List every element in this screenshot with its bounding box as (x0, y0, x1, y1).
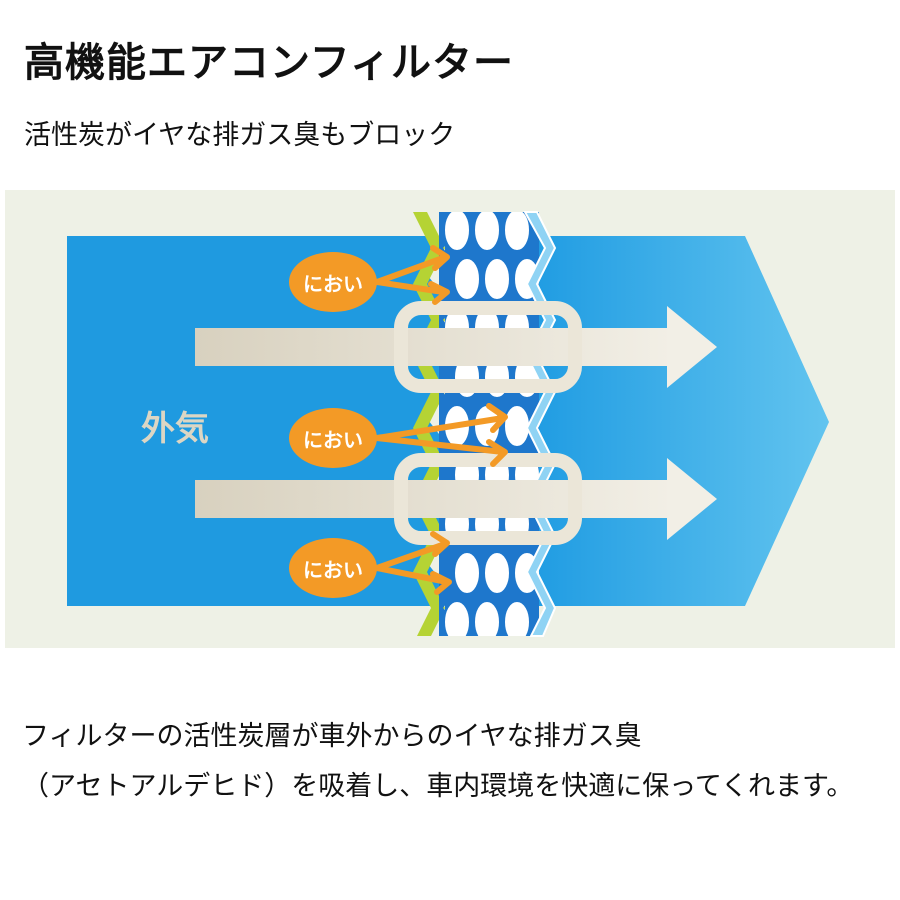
description-line-1: フィルターの活性炭層が車外からのイヤな排ガス臭 (22, 721, 642, 752)
carbon-cell (485, 553, 509, 593)
odor-bubble-2: におい (289, 408, 377, 468)
airflow-arrow-upper (195, 301, 717, 393)
odor-label: におい (303, 272, 363, 296)
airflow-arrow-lower (195, 453, 717, 545)
odor-bubble-1: におい (289, 252, 377, 312)
description: フィルターの活性炭層が車外からのイヤな排ガス臭 （アセトアルデヒド）を吸着し、車… (22, 712, 853, 812)
green-prefilter (413, 212, 445, 636)
carbon-cell (485, 259, 509, 299)
carbon-cell (505, 212, 529, 250)
odor-arrows-top (374, 245, 450, 305)
page-title: 高機能エアコンフィルター (24, 40, 514, 86)
filter-diagram: におい におい におい 外気 (5, 190, 895, 648)
carbon-cell (445, 212, 469, 250)
odor-arrows-bottom (374, 531, 452, 595)
odor-bubble-3: におい (289, 538, 377, 598)
carbon-cell (505, 602, 529, 636)
carbon-cell (455, 553, 479, 593)
page-subtitle: 活性炭がイヤな排ガス臭もブロック (24, 120, 456, 151)
carbon-cell (475, 212, 499, 250)
outside-air-block (67, 236, 453, 606)
carbon-cell (475, 602, 499, 636)
odor-label: におい (303, 428, 363, 452)
carbon-cell (505, 406, 529, 446)
description-line-2: （アセトアルデヒド）を吸着し、車内環境を快適に保ってくれます。 (22, 771, 854, 802)
odor-label: におい (303, 558, 363, 582)
odor-arrows-middle (374, 403, 508, 467)
outside-air-label: 外気 (141, 409, 209, 449)
carbon-cell (445, 602, 469, 636)
carbon-cell (455, 259, 479, 299)
